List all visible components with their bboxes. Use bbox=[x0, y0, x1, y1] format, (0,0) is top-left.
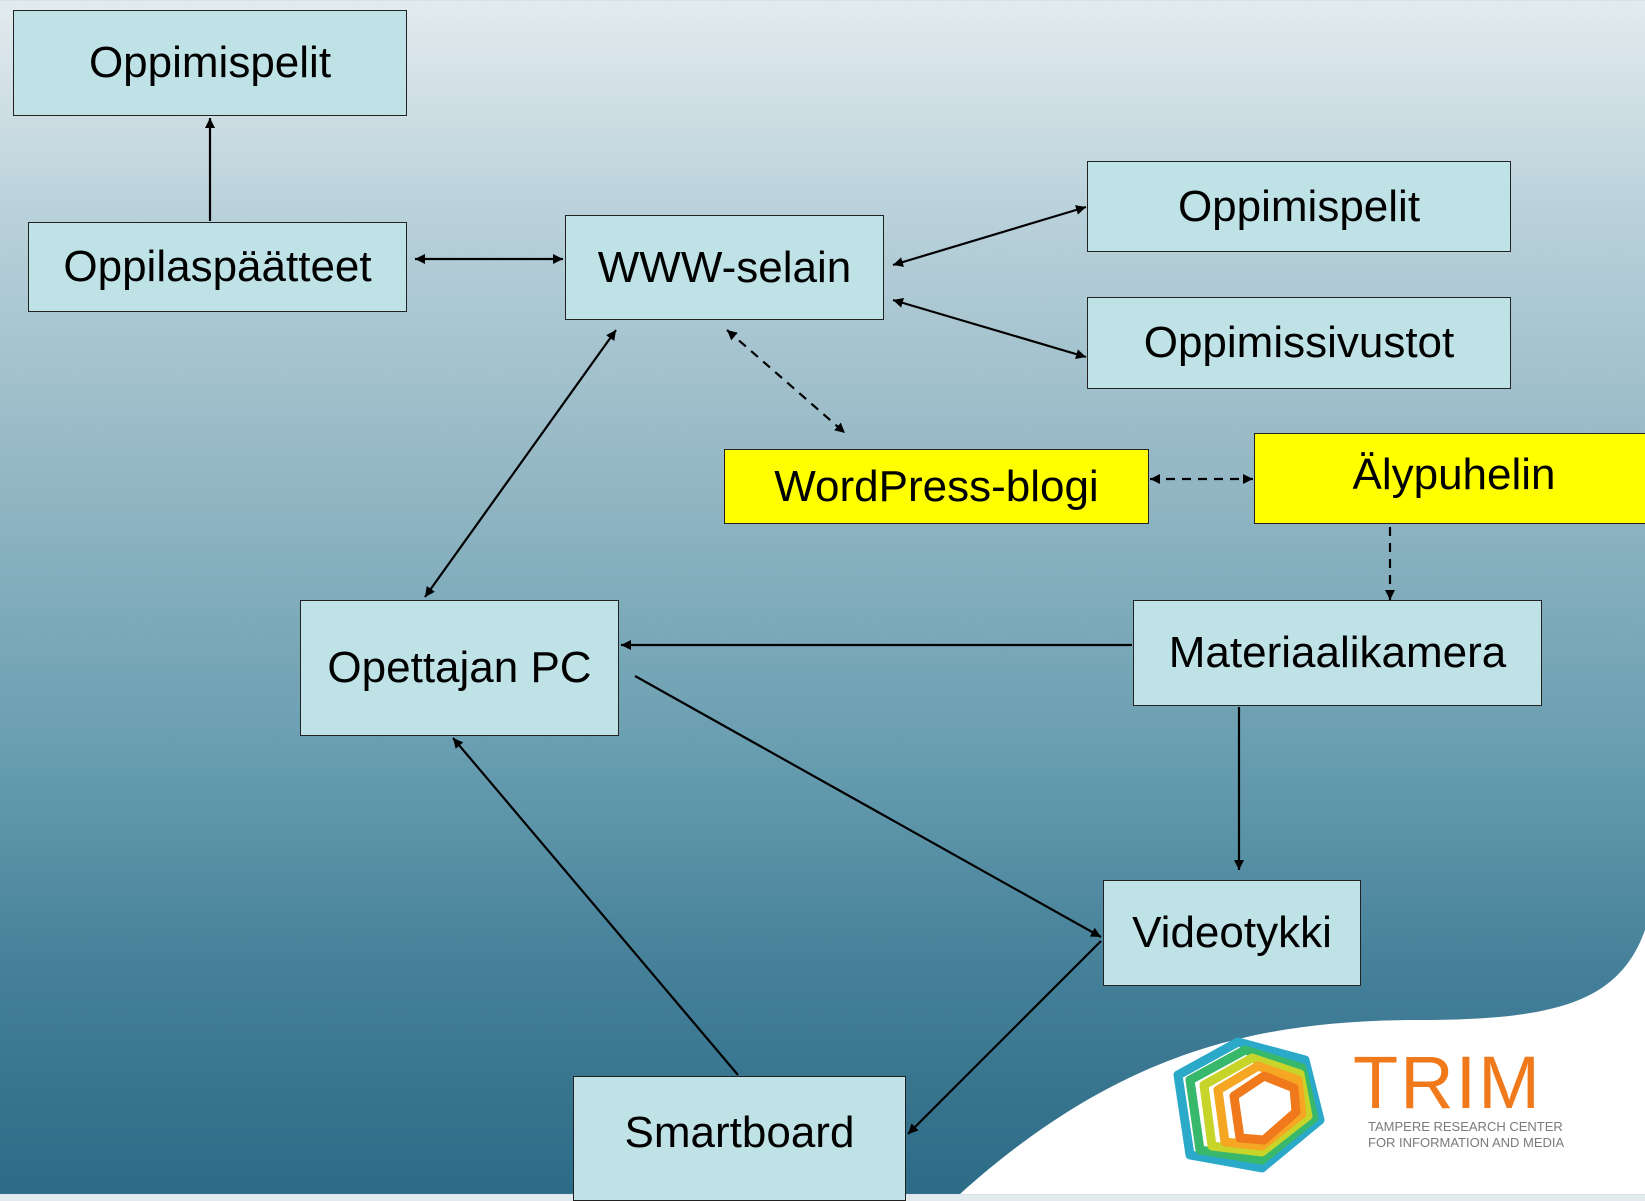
node-www-selain: WWW-selain bbox=[565, 215, 884, 320]
node-videotykki: Videotykki bbox=[1103, 880, 1361, 986]
node-oppilaspaatteet: Oppilaspäätteet bbox=[28, 222, 407, 312]
node-alypuhelin: Älypuhelin bbox=[1254, 433, 1645, 524]
node-oppimissivustot: Oppimissivustot bbox=[1087, 297, 1511, 389]
trim-logo-text: TRIM bbox=[1353, 1041, 1542, 1124]
trim-logo-subtitle: TAMPERE RESEARCH CENTER FOR INFORMATION … bbox=[1368, 1119, 1564, 1151]
edge-www-oppimispelit bbox=[892, 205, 1087, 267]
node-oppimispelit-right: Oppimispelit bbox=[1087, 161, 1511, 252]
node-wordpress-blogi: WordPress-blogi bbox=[724, 449, 1149, 524]
trim-logo-line2: FOR INFORMATION AND MEDIA bbox=[1368, 1135, 1565, 1150]
node-smartboard: Smartboard bbox=[573, 1076, 906, 1201]
edge-www-oppimissivustot bbox=[892, 298, 1087, 359]
node-opettajan-pc: Opettajan PC bbox=[300, 600, 619, 736]
edge-www-opettajan-pc bbox=[424, 329, 617, 598]
node-oppimispelit-top: Oppimispelit bbox=[13, 10, 407, 116]
node-materiaalikamera: Materiaalikamera bbox=[1133, 600, 1542, 706]
trim-logo-line1: TAMPERE RESEARCH CENTER bbox=[1368, 1119, 1563, 1134]
edge-smartboard-opettajan-pc bbox=[452, 737, 739, 1076]
edge-dashed-www-wordpress bbox=[726, 329, 846, 434]
edge-opettajan-pc-videotykki bbox=[634, 675, 1102, 938]
edge-videotykki-smartboard bbox=[907, 940, 1102, 1135]
